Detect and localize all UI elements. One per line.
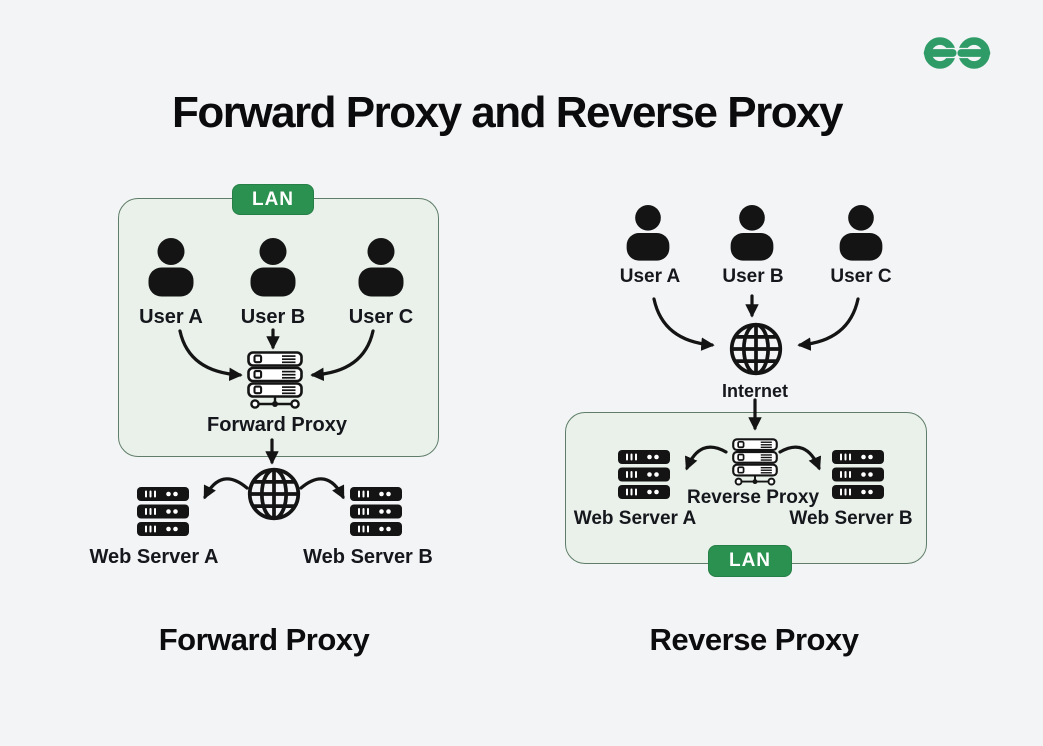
user-icon xyxy=(358,238,404,297)
user-label: User C xyxy=(348,306,414,328)
user-icon xyxy=(250,238,296,297)
arrow-internet-to-servera xyxy=(203,477,249,500)
user-label: User A xyxy=(139,306,203,328)
arrow-internet-to-serverb xyxy=(299,477,345,500)
web-server-label: Web Server A xyxy=(89,546,219,568)
arrow-userc-to-proxy xyxy=(310,329,375,382)
reverse-caption: Reverse Proxy xyxy=(649,622,859,657)
arrow-userc-to-internet xyxy=(797,297,860,351)
internet-globe-icon xyxy=(247,467,301,521)
user-icon xyxy=(730,205,774,261)
arrow-usera-to-internet xyxy=(652,297,715,351)
user-label: User A xyxy=(619,266,681,287)
user-label: User B xyxy=(722,266,784,287)
web-server-icon xyxy=(832,450,884,499)
lan-badge: LAN xyxy=(232,184,314,215)
geeksforgeeks-logo-icon xyxy=(923,37,991,69)
proxy-server-icon xyxy=(732,438,778,486)
user-label: User C xyxy=(830,266,892,287)
internet-globe-icon xyxy=(729,322,783,376)
arrow-proxy-to-serverb xyxy=(778,445,822,471)
page-title: Forward Proxy and Reverse Proxy xyxy=(171,88,844,137)
lan-badge: LAN xyxy=(708,545,792,577)
proxy-label: Forward Proxy xyxy=(206,414,348,436)
web-server-label: Web Server B xyxy=(789,508,913,529)
arrow-usera-to-proxy xyxy=(178,329,243,382)
proxy-server-icon xyxy=(247,351,303,409)
web-server-icon xyxy=(350,487,402,536)
user-icon xyxy=(839,205,883,261)
forward-caption: Forward Proxy xyxy=(158,622,370,657)
user-icon xyxy=(626,205,670,261)
web-server-label: Web Server B xyxy=(303,546,433,568)
arrow-proxy-to-servera xyxy=(684,445,728,471)
web-server-icon xyxy=(137,487,189,536)
user-icon xyxy=(148,238,194,297)
internet-label: Internet xyxy=(721,381,789,401)
user-label: User B xyxy=(240,306,306,328)
proxy-label: Reverse Proxy xyxy=(686,487,820,508)
web-server-icon xyxy=(618,450,670,499)
web-server-label: Web Server A xyxy=(573,508,697,529)
